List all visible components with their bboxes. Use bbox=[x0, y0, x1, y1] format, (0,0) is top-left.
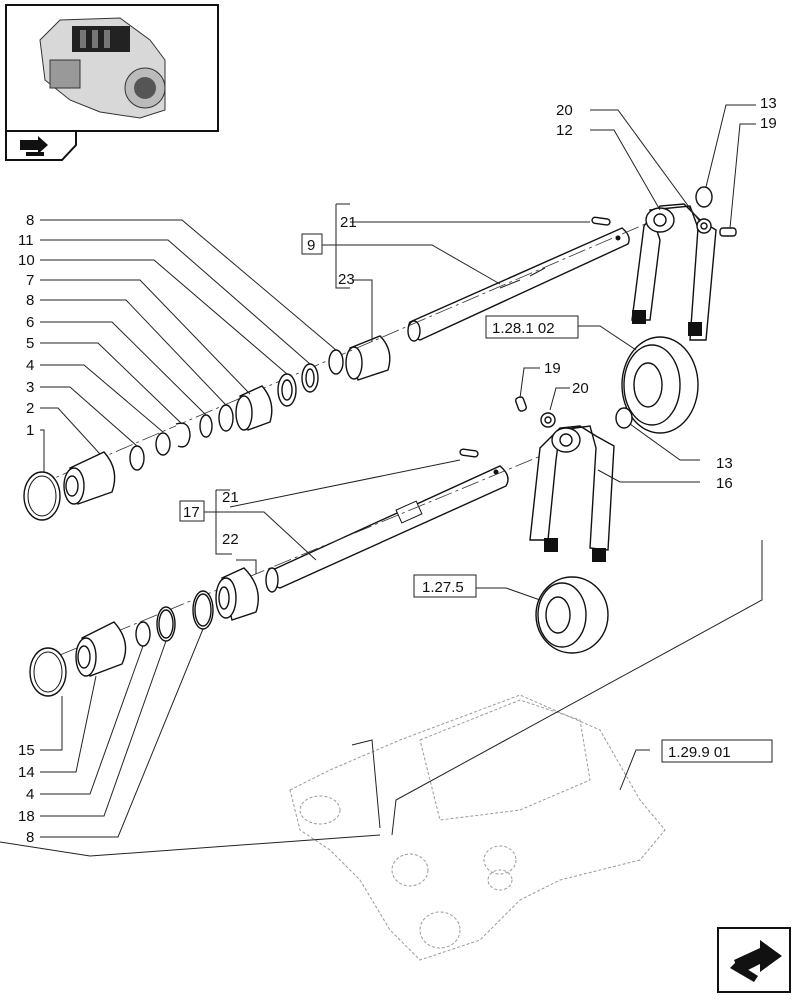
housing-ghost bbox=[289, 694, 666, 961]
label-13-mid: 13 bbox=[716, 455, 733, 472]
pin-19-mid bbox=[514, 396, 528, 412]
label-20-top: 20 bbox=[556, 102, 573, 119]
ring-8-lower bbox=[192, 590, 214, 630]
ring-18 bbox=[156, 606, 176, 642]
ring-6 bbox=[199, 414, 213, 438]
label-bl-2: 4 bbox=[26, 786, 34, 803]
thumbnail-panel[interactable] bbox=[5, 4, 219, 132]
bush-7 bbox=[235, 385, 273, 431]
circlip-1 bbox=[23, 471, 61, 521]
label-left-7: 4 bbox=[26, 357, 34, 374]
label-left-1: 11 bbox=[18, 232, 34, 249]
nav-back-icon[interactable] bbox=[5, 130, 77, 161]
leader-lines bbox=[0, 104, 763, 857]
plug-13-mid bbox=[615, 407, 633, 429]
lower-shaft-labels: 21 17 22 bbox=[179, 489, 239, 548]
label-23: 23 bbox=[338, 271, 355, 288]
bush-22 bbox=[215, 567, 259, 621]
label-bl-1: 14 bbox=[18, 764, 35, 781]
label-19-mid: 19 bbox=[544, 360, 561, 377]
label-left-0: 8 bbox=[26, 212, 34, 229]
fork-12 bbox=[631, 203, 717, 341]
bearing-2 bbox=[63, 451, 116, 505]
label-left-3: 7 bbox=[26, 272, 34, 289]
gear-1-27-5 bbox=[535, 576, 609, 654]
label-left-8: 3 bbox=[26, 379, 34, 396]
label-21-upper: 21 bbox=[340, 214, 357, 231]
lower-pin-21 bbox=[459, 448, 479, 458]
ring-8-b bbox=[218, 404, 234, 432]
ref-label-1-29-9-01: 1.29.9 01 bbox=[668, 744, 731, 761]
label-left-10: 1 bbox=[26, 422, 34, 439]
label-left-4: 8 bbox=[26, 292, 34, 309]
label-left-6: 5 bbox=[26, 335, 34, 352]
pin-19-top bbox=[719, 227, 737, 237]
label-left-9: 2 bbox=[26, 400, 34, 417]
gearbox-thumbnail-icon bbox=[39, 17, 166, 119]
ref-label-1-27-5: 1.27.5 bbox=[422, 579, 464, 596]
upper-pin-21 bbox=[591, 216, 611, 226]
label-9: 9 bbox=[307, 237, 315, 254]
ref-box-1-28-1-02[interactable]: 1.28.1 02 bbox=[485, 315, 579, 339]
label-bl-3: 18 bbox=[18, 808, 35, 825]
ring-20-top bbox=[696, 218, 712, 234]
upper-shaft-labels: 21 9 23 bbox=[301, 214, 357, 288]
lower-shaft bbox=[265, 465, 509, 593]
upper-shaft bbox=[407, 227, 630, 342]
label-16: 16 bbox=[716, 475, 733, 492]
bottom-left-labels: 15 14 4 18 8 bbox=[18, 742, 35, 846]
label-22: 22 bbox=[222, 531, 239, 548]
group-box-9 bbox=[301, 233, 323, 255]
ring-10 bbox=[277, 373, 297, 407]
ring-3 bbox=[129, 445, 145, 471]
ring-11 bbox=[301, 363, 319, 393]
gear-1-28-1-02 bbox=[621, 336, 699, 434]
group-box-17 bbox=[179, 500, 205, 522]
label-left-2: 10 bbox=[18, 252, 35, 269]
label-bl-4: 8 bbox=[26, 829, 34, 846]
ring-4-lower bbox=[135, 621, 151, 647]
ring-4 bbox=[155, 432, 171, 456]
ref-label-1-28-1-02: 1.28.1 02 bbox=[492, 320, 555, 337]
label-bl-0: 15 bbox=[18, 742, 35, 759]
ref-box-1-27-5[interactable]: 1.27.5 bbox=[413, 574, 477, 598]
nav-forward-icon[interactable] bbox=[717, 927, 791, 993]
ref-box-1-29-9-01[interactable]: 1.29.9 01 bbox=[661, 739, 773, 763]
label-20-mid: 20 bbox=[572, 380, 589, 397]
upper-bush-23 bbox=[345, 335, 391, 381]
label-12: 12 bbox=[556, 122, 573, 139]
label-21-lower: 21 bbox=[222, 489, 239, 506]
label-19-top: 19 bbox=[760, 115, 777, 132]
bearing-14 bbox=[75, 621, 127, 677]
ring-20-mid bbox=[540, 412, 556, 428]
circlip-15 bbox=[29, 647, 67, 697]
plug-13-top bbox=[695, 186, 713, 208]
label-13-top: 13 bbox=[760, 95, 777, 112]
label-17: 17 bbox=[183, 504, 200, 521]
ring-8-upper bbox=[328, 349, 344, 375]
fork-16 bbox=[529, 425, 615, 562]
circlip-5 bbox=[175, 422, 191, 448]
left-labels: 8 11 10 7 8 6 5 4 3 2 1 bbox=[18, 212, 35, 439]
mid-right-labels: 19 20 13 16 bbox=[544, 360, 733, 492]
top-right-labels: 20 12 13 19 bbox=[556, 95, 777, 139]
label-left-5: 6 bbox=[26, 314, 34, 331]
